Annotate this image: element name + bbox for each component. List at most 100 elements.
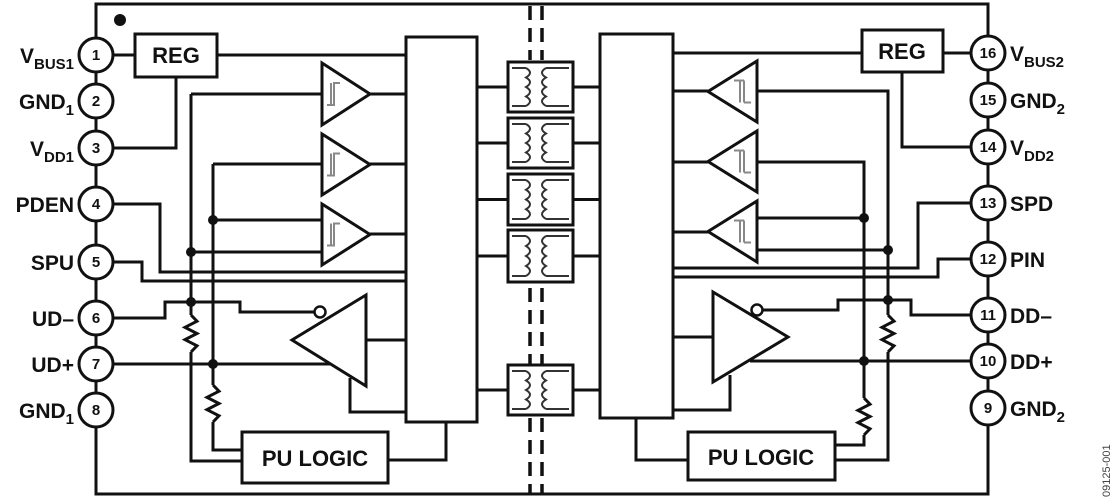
- pin-label: UD–: [32, 308, 74, 331]
- pin-number: 3: [92, 140, 100, 157]
- pin-9: 9 GND2: [969, 389, 1065, 427]
- inverting-bubble-icon: [313, 305, 327, 319]
- pin-circle: [969, 240, 1007, 278]
- pin-circle: [969, 342, 1007, 380]
- left-wiring: [94, 53, 448, 494]
- pin-number: 7: [92, 356, 100, 373]
- pin-circle: [77, 243, 115, 281]
- pin-circle: [969, 296, 1007, 334]
- pin-name: SPU: [31, 252, 74, 275]
- pin-label: PDEN: [16, 194, 74, 217]
- pin-label: VDD2: [1010, 137, 1054, 165]
- pin-name: V: [1010, 43, 1024, 66]
- hysteresis-icon: [734, 79, 751, 104]
- pin-name: V: [30, 138, 44, 161]
- pin-circle: [77, 185, 115, 223]
- pin-name: V: [20, 45, 34, 68]
- reg-left: REG: [133, 32, 219, 79]
- pin-name: V: [1010, 137, 1024, 160]
- pin-subscript: 1: [66, 411, 74, 428]
- isolation-transformer: [477, 172, 600, 227]
- resistor-icon: [878, 313, 898, 354]
- isolation-transformer: [477, 363, 600, 417]
- pin-circle: [969, 128, 1007, 166]
- pin-label: GND2: [1010, 90, 1065, 118]
- pin-name: DD+: [1010, 351, 1053, 374]
- pin-circle: [77, 299, 115, 337]
- schmitt-buffer-right: [705, 58, 759, 125]
- package-outline: [94, 2, 990, 496]
- pin-label: SPU: [31, 252, 74, 275]
- pin1-indicator-dot: [114, 14, 126, 26]
- receiver-left: [289, 292, 368, 389]
- pin-number: 11: [980, 307, 996, 324]
- pin-label: PIN: [1010, 249, 1045, 272]
- pin-number: 10: [980, 353, 997, 370]
- pin-label: VBUS2: [1010, 43, 1064, 71]
- secondary-coil-icon: [541, 67, 548, 107]
- pin-subscript: 1: [66, 102, 74, 119]
- pin-number: 5: [92, 254, 100, 271]
- pin-4: 4 PDEN: [16, 185, 115, 223]
- pin-label: GND1: [19, 400, 74, 428]
- receiver-right: [711, 289, 791, 385]
- pin-subscript: 2: [1057, 409, 1065, 426]
- hysteresis-icon: [734, 149, 751, 174]
- figure-id: 09125-001: [1101, 444, 1113, 497]
- pin-number: 2: [92, 93, 100, 110]
- pin-number: 4: [92, 196, 101, 213]
- pin-number: 9: [984, 400, 992, 417]
- pin-circle: [77, 129, 115, 167]
- pin-subscript: DD1: [44, 149, 74, 166]
- pin-circle: [77, 345, 115, 383]
- pin-7: 7 UD+: [31, 345, 115, 383]
- pin-number: 8: [92, 402, 100, 419]
- hysteresis-icon: [327, 82, 340, 106]
- hysteresis-icon: [734, 219, 751, 244]
- pin-name: GND: [19, 91, 66, 114]
- left-logic-block: [404, 35, 479, 424]
- pin-label: DD+: [1010, 351, 1053, 374]
- primary-coil-icon: [524, 179, 531, 220]
- pin-name: UD–: [32, 308, 74, 331]
- pin-label: GND2: [1010, 398, 1065, 426]
- pin-number: 1: [92, 47, 100, 64]
- pin-name: GND: [1010, 398, 1057, 421]
- pin-number: 14: [980, 139, 997, 156]
- hysteresis-icon: [327, 222, 340, 247]
- pin-3: 3 VDD1: [30, 129, 115, 167]
- pin-name: PDEN: [16, 194, 74, 217]
- hysteresis-icon: [327, 152, 340, 177]
- pu-logic-left: PU LOGIC: [240, 430, 390, 485]
- pin-circle: [969, 389, 1007, 427]
- junction-dots: [186, 213, 893, 369]
- schmitt-buffer-left: [320, 131, 373, 198]
- reg-left-label: REG: [152, 43, 200, 68]
- isolation-transformer: [477, 116, 600, 170]
- pin-name: UD+: [31, 354, 74, 377]
- isolation-transformer: [477, 60, 600, 114]
- pin-subscript: 2: [1057, 101, 1065, 118]
- pin-number: 16: [980, 45, 997, 62]
- pin-8: 8 GND1: [19, 391, 115, 429]
- primary-coil-icon: [524, 123, 531, 163]
- pin-circle: [969, 34, 1007, 72]
- pin-6: 6UD–: [32, 299, 115, 337]
- schmitt-buffer-left: [320, 60, 373, 128]
- secondary-coil-icon: [541, 123, 548, 163]
- inverting-bubble-icon: [750, 303, 764, 317]
- pin-circle: [77, 391, 115, 429]
- pin-circle: [969, 184, 1007, 222]
- pin-circle: [77, 36, 115, 74]
- pin-16: 16 VBUS2: [969, 34, 1064, 72]
- pin-10: 10 DD+: [969, 342, 1053, 380]
- schmitt-buffer-left: [320, 201, 373, 268]
- pin-label: SPD: [1010, 193, 1053, 216]
- resistor-icon: [854, 396, 874, 437]
- right-wiring: [634, 51, 990, 494]
